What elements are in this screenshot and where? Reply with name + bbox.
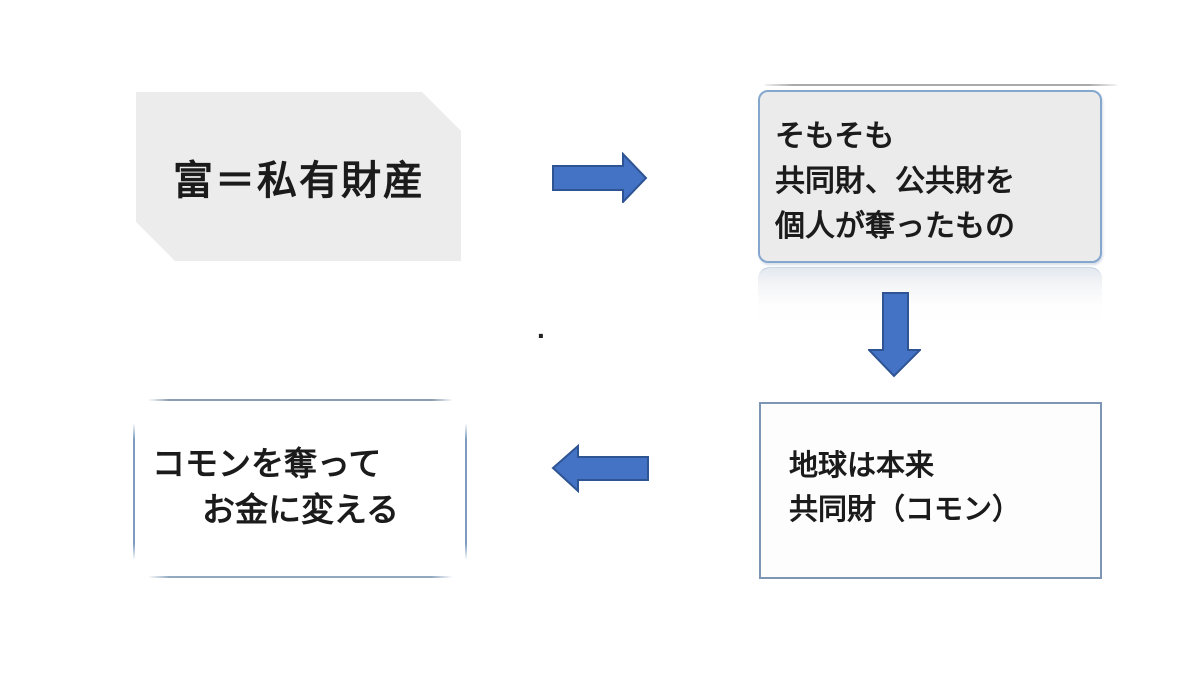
flow-node-origin-line-3: 個人が奪ったもの <box>775 210 1015 243</box>
origin-box-reflection <box>758 267 1102 326</box>
arrow-left-icon <box>551 444 649 493</box>
flow-node-common-line-1: コモンを奪って <box>152 445 382 482</box>
flow-node-common-text: コモンを奪って お金に変える <box>152 441 399 533</box>
flow-node-origin: そもそも 共同財、公共財を 個人が奪ったもの <box>758 90 1102 263</box>
flow-node-earth: 地球は本来 共同財（コモン） <box>759 402 1102 579</box>
flow-node-origin-line-2: 共同財、公共財を <box>775 165 1015 198</box>
common-box-edge-bottom <box>148 576 453 578</box>
flow-node-common: コモンを奪って お金に変える <box>133 399 468 580</box>
flow-node-earth-line-1: 地球は本来 <box>789 450 935 482</box>
flow-node-common-line-2: お金に変える <box>202 491 400 528</box>
flow-node-wealth-panel: 富＝私有財産 <box>136 92 461 261</box>
common-box-edge-top <box>148 399 453 401</box>
flow-node-wealth-label: 富＝私有財産 <box>173 158 425 203</box>
stray-dot: . <box>537 313 545 344</box>
common-box-edge-left <box>133 423 135 560</box>
flow-node-earth-line-2: 共同財（コモン） <box>789 494 1022 526</box>
arrow-down-icon <box>868 292 921 378</box>
flow-node-origin-line-1: そもそも <box>775 120 895 153</box>
common-box-edge-right <box>465 423 467 560</box>
origin-box-top-shadow-line <box>765 84 1117 86</box>
flow-node-wealth: 富＝私有財産 <box>127 83 470 270</box>
arrow-right-icon <box>552 152 648 203</box>
